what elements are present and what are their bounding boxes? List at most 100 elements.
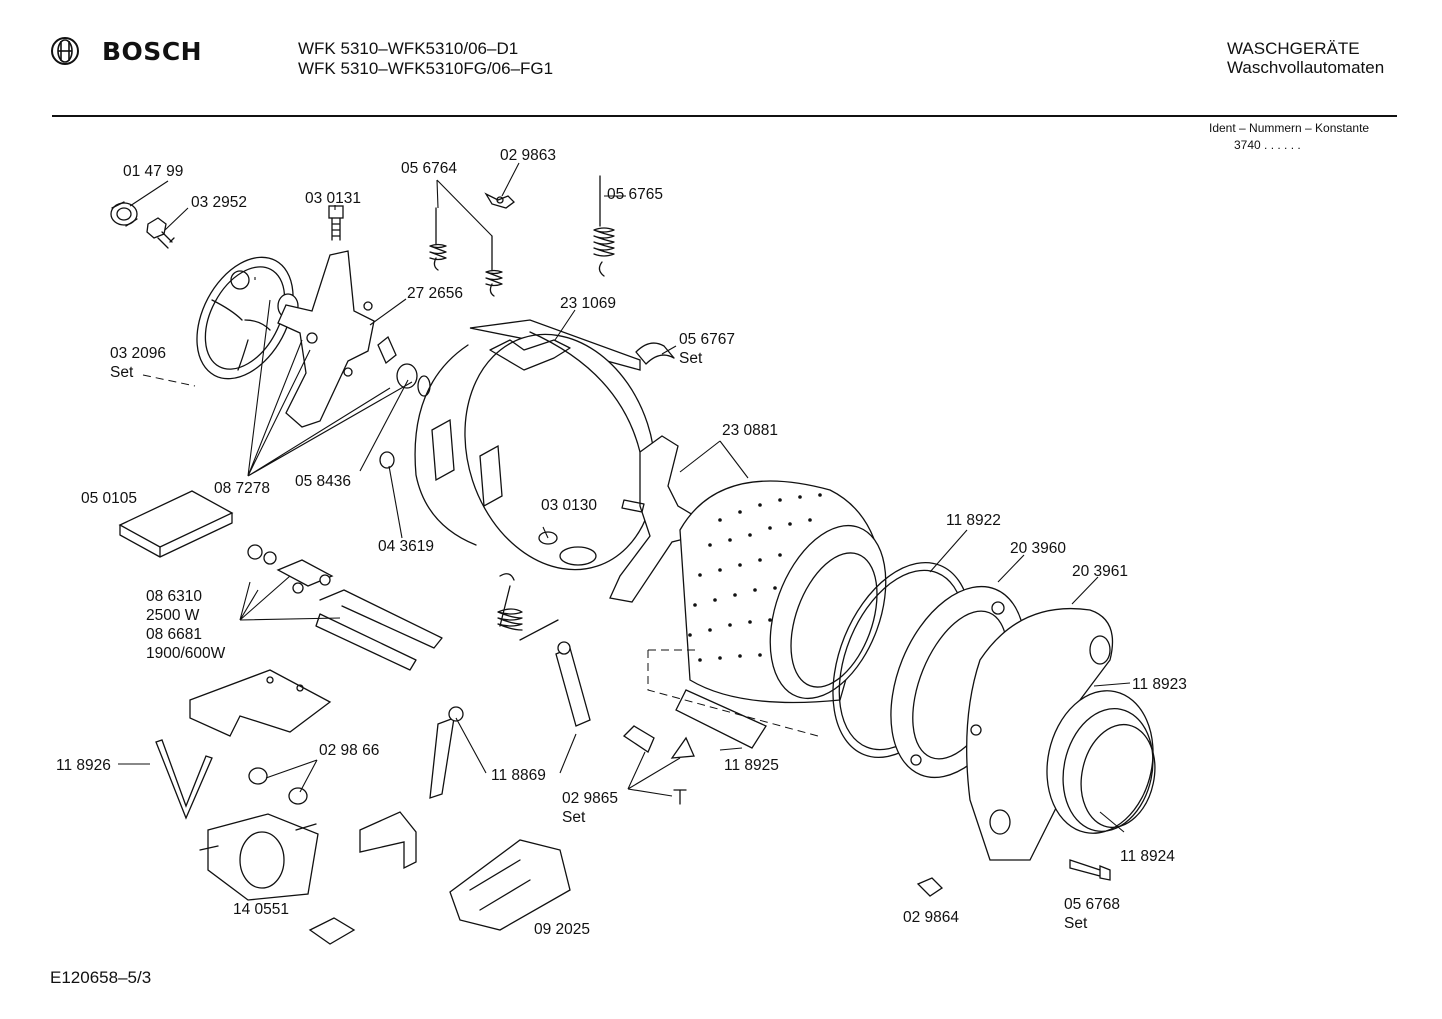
part-label-line: 05 6768	[1064, 896, 1120, 913]
part-label-line: 02 9863	[500, 147, 556, 164]
bearing-ring-part	[110, 201, 138, 227]
part-label-line: 02 98 66	[319, 742, 379, 759]
part-label-line: 05 6767	[679, 331, 735, 348]
drive-belt-part-118926	[155, 739, 213, 820]
svg-text:11 8925: 11 8925	[724, 757, 779, 774]
svg-text:03 0131: 03 0131	[305, 190, 361, 207]
bracket-part	[308, 811, 417, 945]
part-label-line: 20 3960	[1010, 540, 1066, 557]
brand-name: BOSCH	[102, 36, 203, 66]
svg-text:03 0130: 03 0130	[541, 497, 597, 514]
part-label-line: 05 6765	[607, 186, 663, 203]
cover-plate-part	[189, 669, 332, 737]
bolt-part-030131	[328, 205, 344, 241]
svg-text:08 7278: 08 7278	[214, 480, 270, 497]
part-label-line: 05 8436	[295, 473, 351, 490]
header-rule	[52, 115, 1397, 117]
svg-text:20 3960: 20 3960	[1010, 540, 1066, 557]
part-label-line: 20 3961	[1072, 563, 1128, 580]
tub-front-part-203961	[910, 607, 1114, 861]
ident-label: Ident – Nummern – Konstante	[1209, 121, 1370, 135]
screw-part-056768	[1069, 859, 1111, 881]
svg-text:05 8436: 05 8436	[295, 473, 351, 490]
motor-part-140551	[199, 813, 319, 901]
part-label-line: 08 7278	[214, 480, 270, 497]
pcb-part-050105	[118, 490, 234, 558]
part-label-line: 03 2952	[191, 194, 247, 211]
part-label-line: 05 6764	[401, 160, 457, 177]
document-id: E120658–5/3	[50, 968, 152, 987]
svg-text:09 2025: 09 2025	[534, 921, 590, 938]
drum-spider-part-230881	[609, 435, 699, 603]
part-label-line: Set	[562, 809, 586, 826]
svg-text:02 9863: 02 9863	[500, 147, 556, 164]
part-label-line: 03 0130	[541, 497, 597, 514]
part-label-line: 2500 W	[146, 607, 200, 624]
hose-clamp-part-056767	[635, 342, 675, 365]
part-label-line: 1900/600W	[146, 645, 226, 662]
drum-cross-part	[277, 250, 397, 428]
svg-text:03 2952: 03 2952	[191, 194, 247, 211]
part-label-line: 11 8922	[946, 512, 1001, 529]
part-label-line: 03 2096	[110, 345, 166, 362]
svg-text:11 8869: 11 8869	[491, 767, 546, 784]
clip-part-029863	[484, 192, 515, 209]
part-label-line: Set	[110, 364, 134, 381]
bosch-logo-icon	[51, 37, 79, 65]
part-label-line: 09 2025	[534, 921, 590, 938]
part-label-line: 01 47 99	[123, 163, 183, 180]
category-title: WASCHGERÄTE	[1227, 39, 1360, 58]
category-subtitle: Waschvollautomaten	[1227, 58, 1385, 77]
svg-text:02 98 66: 02 98 66	[319, 742, 379, 759]
ident-value: 3740 . . . . . .	[1234, 138, 1301, 152]
part-label-line: 02 9865	[562, 790, 618, 807]
part-label-line: 11 8926	[56, 757, 111, 774]
svg-text:14 0551: 14 0551	[233, 901, 289, 918]
bush-parts-029866	[248, 767, 308, 805]
part-label-line: 08 6681	[146, 626, 202, 643]
part-label-line: 23 0881	[722, 422, 778, 439]
part-labels: 01 47 99 03 2952 03 0131 05 6764 02 9863…	[56, 147, 1187, 938]
part-label-line: 08 6310	[146, 588, 202, 605]
model-line-1: WFK 5310–WFK5310/06–D1	[298, 39, 519, 58]
spring-part-056765	[593, 175, 615, 277]
tub-rear-part	[414, 319, 656, 571]
door-lock-part-092025	[449, 839, 571, 931]
part-label-line: 02 9864	[903, 909, 959, 926]
shock-absorber-part-118869	[429, 641, 591, 799]
part-label-line: 03 0131	[305, 190, 361, 207]
svg-text:05 6765: 05 6765	[607, 186, 663, 203]
svg-text:23 0881: 23 0881	[722, 422, 778, 439]
spring-part-056764	[429, 207, 503, 297]
svg-text:27 2656: 27 2656	[407, 285, 463, 302]
drum-part	[679, 480, 887, 704]
bosch-brand: BOSCH	[50, 36, 202, 66]
model-line-2: WFK 5310–WFK5310FG/06–FG1	[298, 59, 554, 78]
part-label-line: 14 0551	[233, 901, 289, 918]
part-label-line: 23 1069	[560, 295, 616, 312]
heater-part	[247, 544, 443, 671]
part-label-line: 11 8925	[724, 757, 779, 774]
svg-text:02 9864: 02 9864	[903, 909, 959, 926]
part-label-line: 11 8923	[1132, 676, 1187, 693]
svg-text:11 8924: 11 8924	[1120, 848, 1175, 865]
svg-text:05 0105: 05 0105	[81, 490, 137, 507]
seal-parts-058436-043619	[379, 363, 431, 469]
svg-text:20 3961: 20 3961	[1072, 563, 1128, 580]
part-label-line: 27 2656	[407, 285, 463, 302]
part-label-line: Set	[679, 350, 703, 367]
valve-bracket-part-118925	[647, 649, 819, 749]
hose-clip-part-029864	[916, 877, 944, 897]
svg-text:04 3619: 04 3619	[378, 538, 434, 555]
leader-lines	[118, 162, 1131, 833]
svg-text:01 47 99: 01 47 99	[123, 163, 183, 180]
svg-text:11 8923: 11 8923	[1132, 676, 1187, 693]
part-label-line: 11 8924	[1120, 848, 1175, 865]
pump-spring-part	[497, 573, 559, 641]
